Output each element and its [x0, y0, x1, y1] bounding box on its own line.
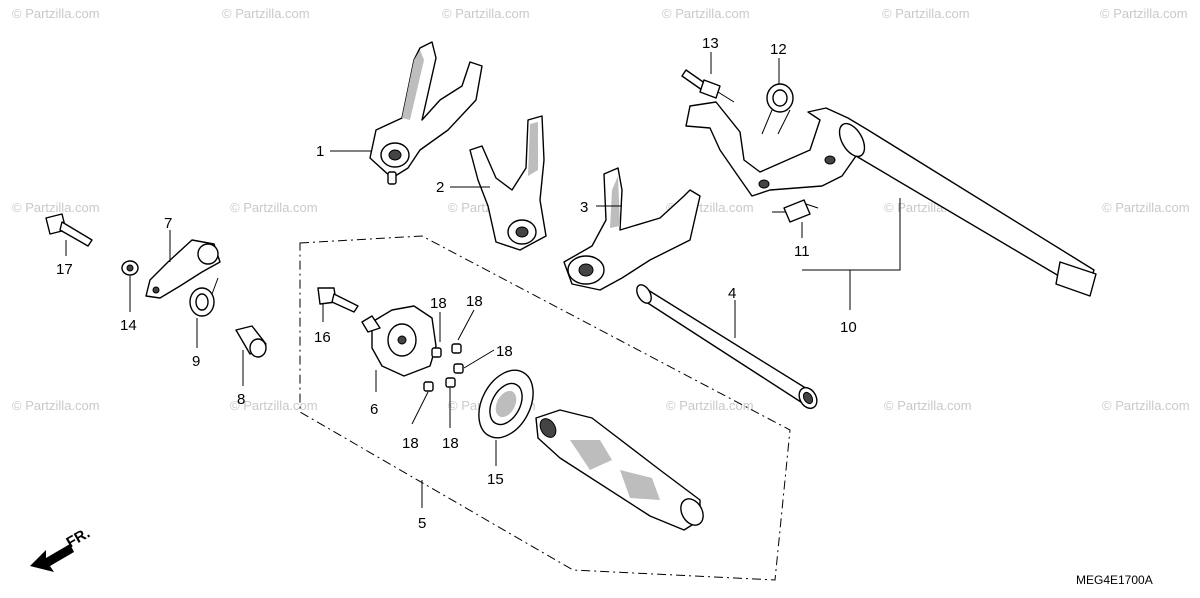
bolt-13: [681, 69, 735, 103]
callout-17: 17: [56, 261, 73, 278]
watermark: © Partzilla.com: [1102, 398, 1190, 413]
bolt-16: [317, 287, 359, 313]
watermark: © Partzilla.com: [666, 398, 754, 413]
watermark: © Partzilla.com: [12, 398, 100, 413]
collar-8: [235, 325, 267, 358]
callout-4: 4: [728, 285, 736, 302]
callout-12: 12: [770, 41, 787, 58]
assembly-outline: [299, 235, 791, 581]
watermark: © Partzilla.com: [884, 398, 972, 413]
watermark: © Partzilla.com: [222, 6, 310, 21]
front-direction-arrow: FR.: [30, 525, 93, 572]
diagram-code: MEG4E1700A: [1076, 573, 1153, 587]
shift-drum-5: [535, 409, 704, 531]
callout-18: 18: [496, 343, 513, 360]
callout-13: 13: [702, 35, 719, 52]
shift-fork-3: [563, 167, 701, 291]
callout-8: 8: [237, 391, 245, 408]
stopper-arm-7: [145, 239, 221, 299]
callout-1: 1: [316, 143, 324, 160]
gearshift-spindle-10: [685, 101, 1097, 297]
shift-fork-1: [369, 41, 483, 185]
guide-pin-4: [636, 284, 818, 410]
watermark: © Partzilla.com: [230, 200, 318, 215]
watermark: © Partzilla.com: [12, 200, 100, 215]
callout-labels: 1 2 3 4 5 6 7 8 9 10 11 12 13 14 15 16 1…: [56, 35, 857, 532]
callout-18: 18: [466, 293, 483, 310]
callout-18: 18: [402, 435, 419, 452]
callout-15: 15: [487, 471, 504, 488]
spring-9: [189, 277, 219, 317]
watermark: © Partzilla.com: [1100, 6, 1188, 21]
callout-18: 18: [442, 435, 459, 452]
callout-16: 16: [314, 329, 331, 346]
callout-10: 10: [840, 319, 857, 336]
callout-7: 7: [164, 215, 172, 232]
watermark-layer: © Partzilla.com © Partzilla.com © Partzi…: [12, 6, 1190, 413]
watermark: © Partzilla.com: [662, 6, 750, 21]
shift-drum-center-6: [361, 305, 437, 377]
return-spring-11: [772, 199, 819, 223]
callout-11: 11: [794, 243, 810, 260]
leader-lines: [65, 52, 901, 508]
torsion-spring-12: [761, 83, 794, 135]
bearing-15: [478, 369, 534, 439]
washer-14: [121, 260, 139, 276]
callout-6: 6: [370, 401, 378, 418]
callout-2: 2: [436, 179, 444, 196]
watermark: © Partzilla.com: [882, 6, 970, 21]
watermark: © Partzilla.com: [12, 6, 100, 21]
callout-9: 9: [192, 353, 200, 370]
bolt-17: [45, 213, 93, 247]
callout-18: 18: [430, 295, 447, 312]
callout-14: 14: [120, 317, 137, 334]
watermark: © Partzilla.com: [230, 398, 318, 413]
watermark: © Partzilla.com: [1102, 200, 1190, 215]
callout-5: 5: [418, 515, 426, 532]
watermark: © Partzilla.com: [442, 6, 530, 21]
shift-fork-2: [469, 115, 547, 251]
pins-18: [423, 343, 464, 392]
callout-3: 3: [580, 199, 588, 216]
